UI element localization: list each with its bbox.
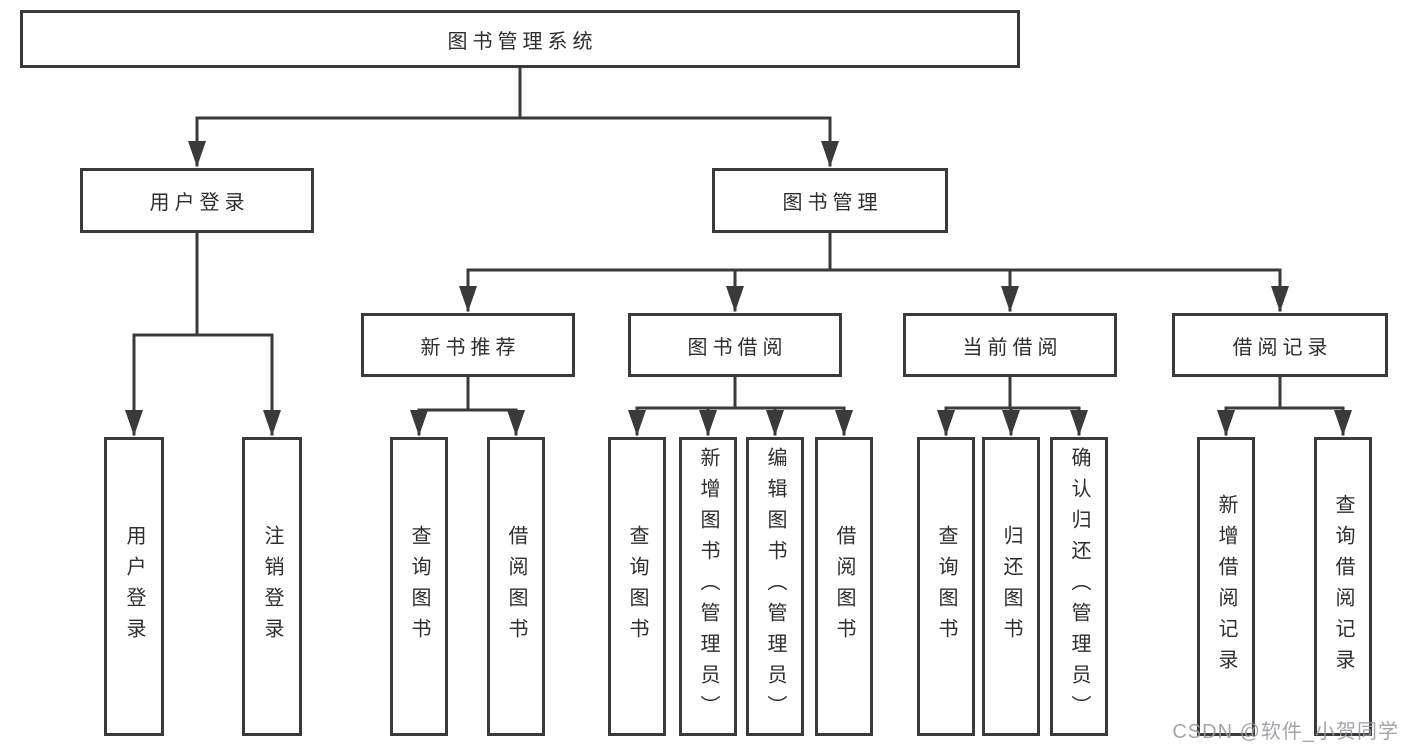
node-current-borrowing: 当前借阅 [903, 313, 1117, 377]
leaf-label: 编辑图书（管理员） [764, 447, 786, 726]
leaf-label: 查询图书 [408, 524, 430, 649]
leaf-label: 查询图书 [935, 524, 957, 649]
leaf-label: 查询图书 [626, 524, 648, 649]
leaf-label: 借阅图书 [505, 524, 527, 649]
leaf-edit-books-admin: 编辑图书（管理员） [746, 437, 804, 736]
node-book-management: 图书管理 [712, 168, 948, 233]
node-user-login: 用户登录 [80, 168, 314, 233]
leaf-user-login: 用户登录 [104, 437, 164, 736]
leaf-logout: 注销登录 [242, 437, 302, 736]
watermark: CSDN @软件_小贺同学 [1172, 721, 1399, 743]
leaf-query-books-current: 查询图书 [917, 437, 975, 736]
leaf-confirm-return-admin: 确认归还（管理员） [1050, 437, 1108, 736]
leaf-add-borrow-record: 新增借阅记录 [1197, 437, 1255, 736]
node-book-borrowing: 图书借阅 [628, 313, 842, 377]
leaf-label: 新增借阅记录 [1215, 493, 1237, 680]
leaf-label: 用户登录 [123, 524, 145, 649]
leaf-label: 确认归还（管理员） [1068, 447, 1090, 726]
leaf-borrow-books-recommend: 借阅图书 [487, 437, 545, 736]
leaf-query-books-recommend: 查询图书 [390, 437, 448, 736]
leaf-query-books-borrow: 查询图书 [608, 437, 666, 736]
leaf-label: 新增图书（管理员） [697, 447, 719, 726]
node-borrowing-records: 借阅记录 [1172, 313, 1388, 377]
leaf-borrow-books: 借阅图书 [815, 437, 873, 736]
leaf-label: 借阅图书 [833, 524, 855, 649]
leaf-label: 归还图书 [1000, 524, 1022, 649]
leaf-label: 注销登录 [261, 524, 283, 649]
node-new-book-recommendation: 新书推荐 [361, 313, 575, 377]
node-root: 图书管理系统 [20, 10, 1020, 68]
leaf-add-books-admin: 新增图书（管理员） [679, 437, 737, 736]
leaf-query-borrow-record: 查询借阅记录 [1314, 437, 1372, 736]
leaf-return-books: 归还图书 [982, 437, 1040, 736]
leaf-label: 查询借阅记录 [1332, 493, 1354, 680]
